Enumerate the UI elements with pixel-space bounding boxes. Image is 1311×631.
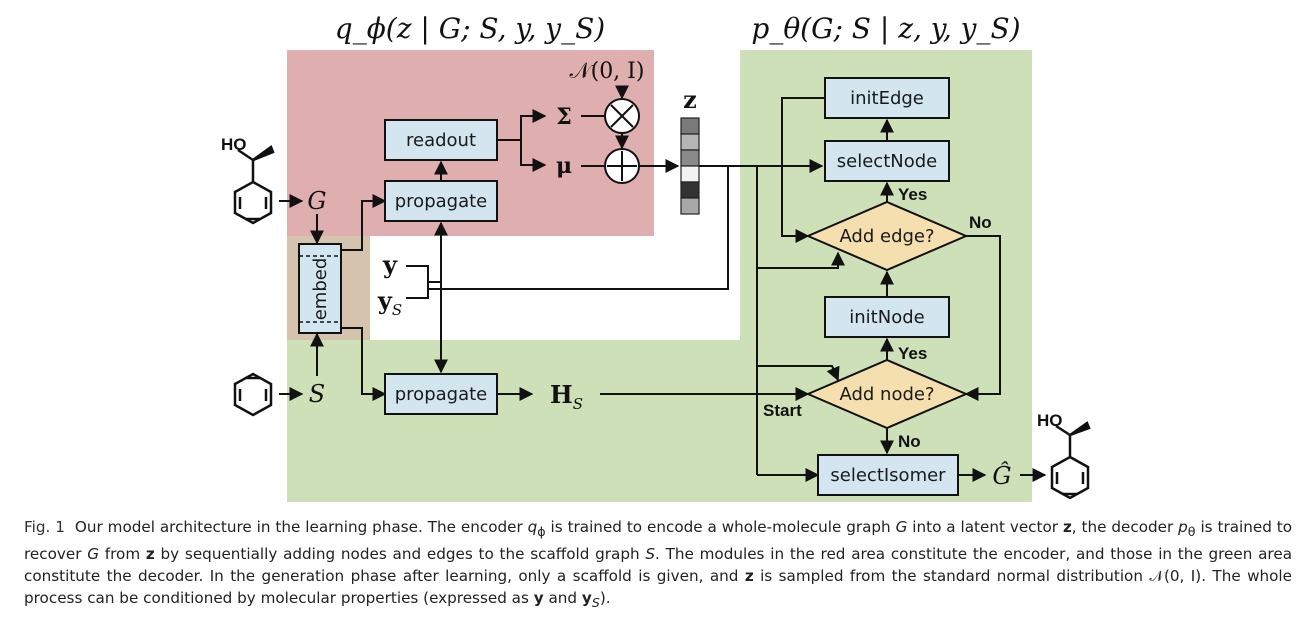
arrow-initedge-loop [781, 97, 824, 243]
decoder-title: p_θ(G; S | z, y, y_S) [751, 12, 1020, 45]
caption-text: ). [599, 589, 611, 608]
selectisomer-label: selectIsomer [830, 465, 946, 486]
add-edge-label: Add edge? [839, 226, 934, 247]
noise-label: 𝒩(0, I) [570, 59, 645, 84]
initedge-label: initEdge [850, 88, 924, 109]
selectnode-box [824, 140, 950, 182]
encoder-title: q_ϕ(z | G; S, y, y_S) [335, 12, 605, 45]
molecule-output-label: HO [1037, 411, 1063, 430]
caption-text: and [543, 589, 582, 608]
decoder-area-left [287, 340, 740, 502]
yes-label-2: Yes [898, 344, 927, 363]
caption-text: is trained to encode a whole-molecule gr… [545, 518, 896, 536]
caption-normal: 𝒩(0, I) [1149, 567, 1202, 586]
arrow-add-edge-no [964, 235, 1001, 401]
benzene-s-icon [233, 372, 273, 417]
initnode-label: initNode [849, 307, 924, 328]
initedge-box [824, 77, 950, 119]
caption-y: y [533, 589, 544, 608]
y-label: y [382, 250, 398, 279]
caption-q: q [527, 518, 538, 536]
molecule-g-label: HO [221, 135, 247, 154]
caption-text: Our model architecture in the learning p… [74, 518, 528, 536]
propagate-top-box [384, 180, 498, 222]
fig-label: Fig. 1 [24, 518, 65, 536]
arrow-readout-to-sigma [497, 109, 547, 141]
caption-g: G [895, 518, 908, 536]
mu-label: μ [556, 153, 572, 179]
line-y-to-decoder [428, 166, 729, 290]
embed-label: embed [310, 258, 331, 321]
ys-label: yS [377, 286, 402, 319]
latent-z-vector [680, 117, 700, 215]
caption-text: , the decoder [1071, 518, 1179, 536]
caption-g: G [87, 545, 100, 564]
propagate-top-label: propagate [395, 191, 488, 212]
add-edge-diamond [805, 200, 969, 272]
initnode-box [824, 296, 950, 338]
embed-box [298, 243, 342, 334]
input-s: S [309, 380, 325, 408]
caption-text: is sampled from the standard normal dist… [753, 567, 1150, 586]
molecule-output-icon [1050, 421, 1091, 500]
molecule-g-icon [233, 145, 275, 225]
caption-p-sub: θ [1187, 524, 1196, 540]
caption-text: into a latent vector [907, 518, 1063, 536]
caption-q-sub: ϕ [537, 524, 546, 540]
ghat-label: Ĝ [992, 461, 1011, 490]
caption-text: . The whole process can be conditioned b… [24, 567, 1292, 608]
no-label-1: No [969, 213, 992, 232]
no-label-2: No [898, 432, 921, 451]
readout-label: readout [406, 130, 476, 151]
arrow-embed-to-propagate-top [341, 194, 387, 251]
input-g: G [307, 187, 326, 215]
caption-text: . The modules in the red area constitute… [24, 545, 1292, 586]
caption-text: from [99, 545, 146, 564]
caption-text: by sequentially adding nodes and edges t… [154, 545, 646, 564]
caption-ys: y [581, 589, 592, 608]
selectisomer-box [817, 454, 959, 496]
figure-caption: Fig. 1 Our model architecture in the lear… [24, 516, 1292, 614]
propagate-bottom-label: propagate [395, 384, 488, 405]
add-node-label: Add node? [839, 384, 934, 405]
caption-text: is trained to recover [24, 518, 1292, 564]
caption-ys-sub: S [591, 595, 600, 611]
architecture-diagram: q_ϕ(z | G; S, y, y_S) p_θ(G; S | z, y, y… [221, 12, 1091, 502]
caption-s: S [645, 545, 656, 564]
caption-z: z [1062, 518, 1072, 536]
yes-label-1: Yes [898, 185, 927, 204]
arrow-embed-to-propagate-bottom [341, 327, 387, 401]
caption-p: p [1178, 518, 1188, 536]
caption-z: z [145, 545, 155, 564]
selectnode-label: selectNode [837, 151, 937, 172]
sigma-label: Σ [556, 104, 572, 130]
caption-z: z [744, 567, 754, 586]
start-label: Start [763, 401, 802, 420]
readout-box [384, 119, 498, 161]
latent-z-label: z [683, 85, 697, 114]
arrow-readout-to-mu [520, 140, 547, 172]
y-bracket [406, 265, 429, 299]
